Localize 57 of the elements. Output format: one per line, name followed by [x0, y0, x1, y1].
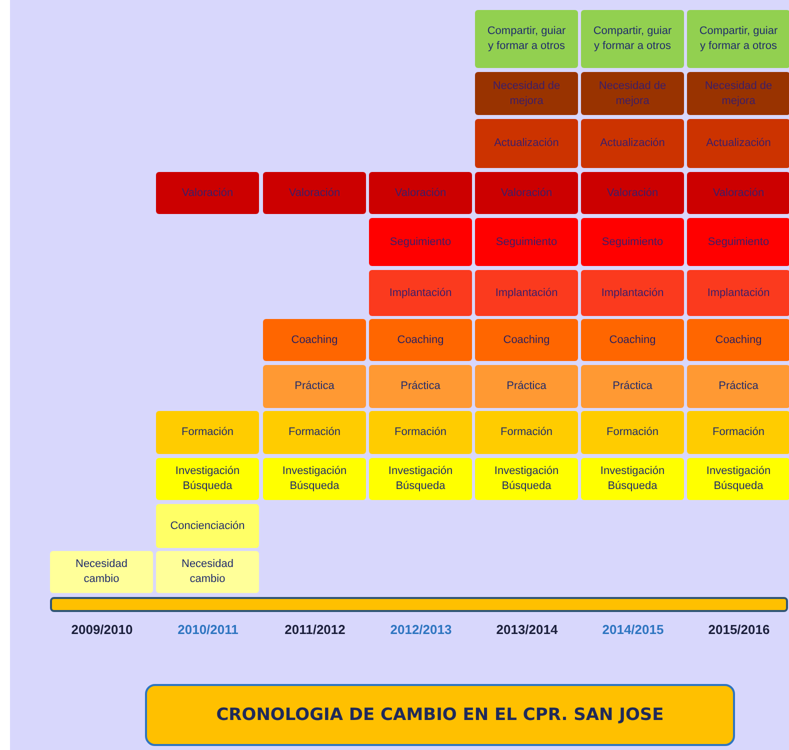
stage-box: Coaching	[687, 319, 789, 361]
stage-box: Valoración	[263, 172, 366, 214]
stage-box: Coaching	[263, 319, 366, 361]
stage-box: Práctica	[263, 365, 366, 408]
stage-box: Investigación Búsqueda	[581, 458, 684, 500]
stage-box: Seguimiento	[369, 218, 472, 266]
stage-box: Compartir, guiar y formar a otros	[687, 10, 789, 68]
stage-box: Investigación Búsqueda	[475, 458, 578, 500]
stage-box: Actualización	[475, 119, 578, 168]
stage-box: Valoración	[369, 172, 472, 214]
timeline-bar	[50, 597, 788, 612]
stage-box: Concienciación	[156, 504, 259, 548]
stage-box: Valoración	[156, 172, 259, 214]
stage-box: Práctica	[369, 365, 472, 408]
stage-box: Implantación	[475, 270, 578, 316]
stage-box: Valoración	[687, 172, 789, 214]
year-label: 2010/2011	[176, 622, 240, 637]
year-label: 2009/2010	[70, 622, 134, 637]
stage-box: Compartir, guiar y formar a otros	[475, 10, 578, 68]
stage-box: Formación	[687, 411, 789, 454]
stage-box: Coaching	[475, 319, 578, 361]
stage-box: Actualización	[581, 119, 684, 168]
stage-box: Investigación Búsqueda	[156, 458, 259, 500]
year-label: 2011/2012	[284, 622, 346, 637]
stage-box: Implantación	[687, 270, 789, 316]
stage-box: Práctica	[581, 365, 684, 408]
stage-box: Implantación	[369, 270, 472, 316]
year-label: 2014/2015	[601, 622, 665, 637]
stage-box: Compartir, guiar y formar a otros	[581, 10, 684, 68]
year-label: 2012/2013	[389, 622, 453, 637]
stage-box: Necesidad de mejora	[581, 72, 684, 115]
stage-box: Formación	[581, 411, 684, 454]
stage-box: Necesidad cambio	[156, 551, 259, 593]
year-label: 2015/2016	[707, 622, 771, 637]
stage-box: Implantación	[581, 270, 684, 316]
stage-box: Formación	[156, 411, 259, 454]
stage-box: Práctica	[475, 365, 578, 408]
stage-box: Necesidad de mejora	[475, 72, 578, 115]
stage-box: Investigación Búsqueda	[369, 458, 472, 500]
stage-box: Valoración	[475, 172, 578, 214]
stage-box: Formación	[475, 411, 578, 454]
stage-box: Seguimiento	[687, 218, 789, 266]
stage-box: Seguimiento	[581, 218, 684, 266]
stage-box: Seguimiento	[475, 218, 578, 266]
year-label: 2013/2014	[495, 622, 559, 637]
title: CRONOLOGIA DE CAMBIO EN EL CPR. SAN JOSE	[216, 705, 664, 725]
stage-box: Necesidad cambio	[50, 551, 153, 593]
stage-box: Actualización	[687, 119, 789, 168]
stage-box: Coaching	[581, 319, 684, 361]
stage-box: Formación	[369, 411, 472, 454]
stage-box: Coaching	[369, 319, 472, 361]
stage-box: Valoración	[581, 172, 684, 214]
stage-box: Necesidad de mejora	[687, 72, 789, 115]
stage-box: Práctica	[687, 365, 789, 408]
stage-box: Investigación Búsqueda	[687, 458, 789, 500]
stage-box: Formación	[263, 411, 366, 454]
stage-box: Investigación Búsqueda	[263, 458, 366, 500]
